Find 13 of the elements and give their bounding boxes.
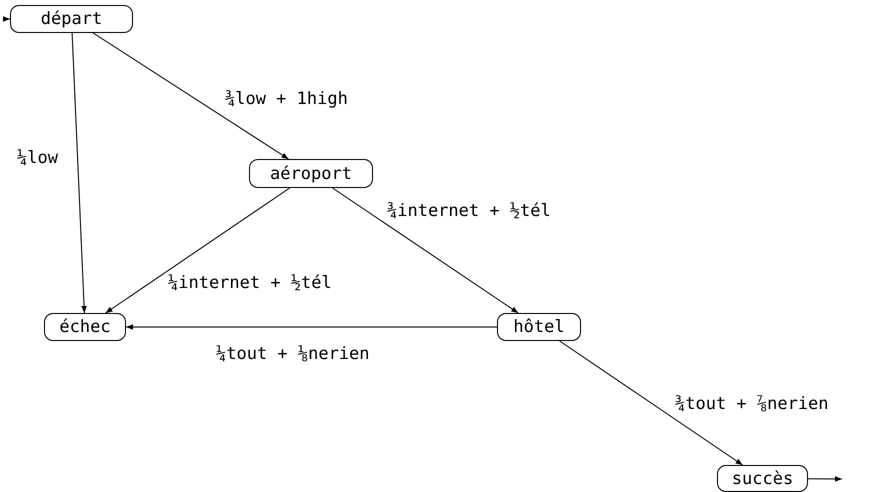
state-box: succès [717,465,808,492]
state-box: départ [10,5,133,33]
arrow [72,32,87,314]
arrow [105,188,290,314]
arrow [3,16,10,22]
arrow [559,340,744,466]
arrow [332,188,519,314]
state-box: hôtel [497,313,581,341]
arrow [808,476,842,482]
arrow [92,32,290,160]
state-box: aéroport [249,159,373,188]
arrow [126,324,498,330]
state-box: échec [44,313,126,341]
